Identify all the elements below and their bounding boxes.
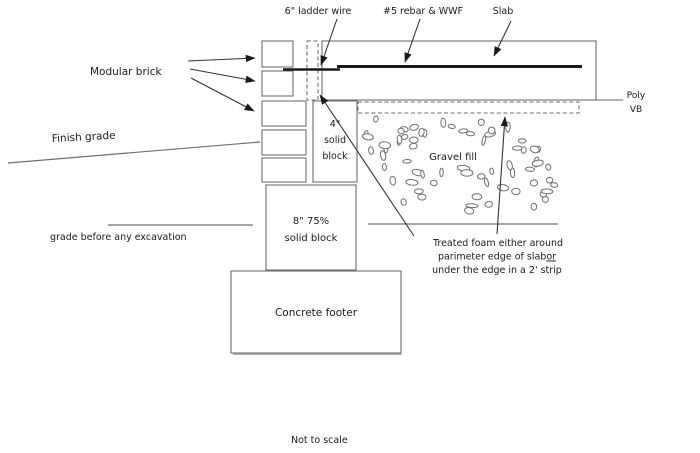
gravel-pebble — [476, 173, 486, 180]
gravel-pebble — [531, 159, 544, 167]
label-rebar-wwf: #5 rebar & WWF — [383, 6, 463, 17]
foam-note-line3: under the edge in a 2' strip — [432, 265, 562, 276]
gravel-pebble — [378, 141, 391, 150]
gravel-pebble — [481, 135, 487, 146]
label-4in-1: 4" — [330, 119, 340, 130]
gravel-pebble — [487, 126, 496, 135]
gravel-pebble — [506, 160, 513, 171]
gravel-pebble — [397, 127, 405, 135]
foam-note-line1: Treated foam either around — [432, 238, 563, 249]
foam-strip — [357, 101, 580, 114]
slab-leader — [493, 20, 512, 57]
block-4in — [312, 100, 358, 183]
gravel-pebble — [517, 138, 527, 144]
label-grade-before-excavation: grade before any excavation — [50, 232, 187, 243]
gravel-pebble — [496, 184, 510, 192]
gravel-pebble — [447, 123, 456, 129]
gravel-pebble — [530, 202, 538, 211]
gravel-pebble — [418, 127, 425, 137]
label-gravel-fill: Gravel fill — [429, 152, 477, 163]
finish-grade-line — [7, 141, 261, 164]
foam-note-leader-diagonal — [319, 94, 415, 237]
gravel-pebble — [381, 163, 387, 171]
gravel-pebble — [400, 198, 407, 206]
label-4in-2: solid — [324, 135, 346, 146]
gravel-pebble — [529, 179, 538, 187]
gravel-pebble — [379, 150, 387, 161]
foam-note-line2: parimeter edge of slabor — [438, 252, 556, 263]
gravel-pebble — [484, 200, 493, 208]
gravel-pebble — [483, 177, 490, 188]
gravel-pebble — [414, 188, 424, 195]
gravel-pebble — [409, 136, 419, 144]
label-vb: VB — [630, 105, 642, 115]
gravel-pebble — [540, 188, 554, 195]
gravel-pebble — [409, 123, 419, 131]
label-concrete-footer: Concrete footer — [275, 307, 358, 319]
slab-outline — [321, 40, 597, 101]
gravel-pebble — [512, 145, 523, 151]
brick-5 — [261, 157, 307, 183]
gravel-pebble — [389, 175, 397, 186]
foam-note-line2-underlined: or — [546, 252, 556, 263]
modular-brick-column — [261, 40, 307, 183]
gravel-pebble — [405, 179, 419, 186]
gravel-pebble — [460, 169, 474, 177]
gravel-pebble — [465, 131, 476, 137]
gravel-pebble — [505, 121, 511, 133]
gravel-pebble — [439, 167, 444, 178]
modular-brick-arrow-3 — [190, 77, 255, 112]
gravel-pebble — [420, 169, 425, 179]
gravel-pebble — [465, 203, 479, 209]
gravel-pebble — [489, 167, 495, 175]
label-ladder-wire: 6" ladder wire — [285, 6, 352, 17]
label-8in-1: 8" 75% — [293, 216, 329, 227]
label-modular-brick: Modular brick — [90, 66, 162, 78]
gravel-pebble — [373, 115, 379, 123]
gravel-pebble — [402, 158, 412, 164]
gravel-pebble — [550, 182, 559, 188]
gravel-pebble — [429, 179, 438, 187]
modular-brick-arrow-1 — [187, 54, 256, 63]
foam-note-leader-vertical — [496, 116, 509, 235]
brick-2 — [261, 70, 294, 97]
gravel-pebble — [440, 117, 447, 128]
label-not-to-scale: Not to scale — [291, 435, 348, 446]
gravel-pebble — [529, 145, 540, 154]
block-8in — [265, 184, 357, 271]
label-finish-grade: Finish grade — [52, 130, 116, 145]
modular-brick-arrow-2 — [189, 68, 256, 83]
gravel-pebble — [511, 187, 521, 196]
brick-4 — [261, 129, 307, 156]
gravel-pebble — [417, 193, 427, 201]
leader-arrows — [187, 18, 512, 237]
brick-3 — [261, 100, 307, 127]
brick-1 — [261, 40, 294, 68]
gravel-pebble — [520, 146, 527, 154]
gravel-pebble — [545, 163, 552, 171]
rebar-leader — [404, 18, 421, 63]
gravel-pebble — [524, 166, 536, 172]
gravel-pebble — [471, 193, 483, 201]
label-slab: Slab — [493, 6, 514, 17]
ladder-wire-leader — [320, 18, 338, 66]
gravel-pebble — [477, 118, 485, 126]
gravel-pebble — [545, 176, 554, 184]
gravel-pebble — [458, 128, 469, 134]
gravel-pebble — [396, 134, 403, 145]
label-8in-2: solid block — [285, 233, 338, 244]
gravel-pebble — [541, 196, 549, 203]
gravel-field — [361, 115, 559, 215]
label-4in-3: block — [322, 151, 348, 162]
gravel-pebble — [368, 146, 374, 155]
label-poly: Poly — [627, 91, 646, 101]
gravel-pebble — [361, 133, 374, 141]
foam-note-line2-prefix: parimeter edge of slab — [438, 252, 546, 263]
